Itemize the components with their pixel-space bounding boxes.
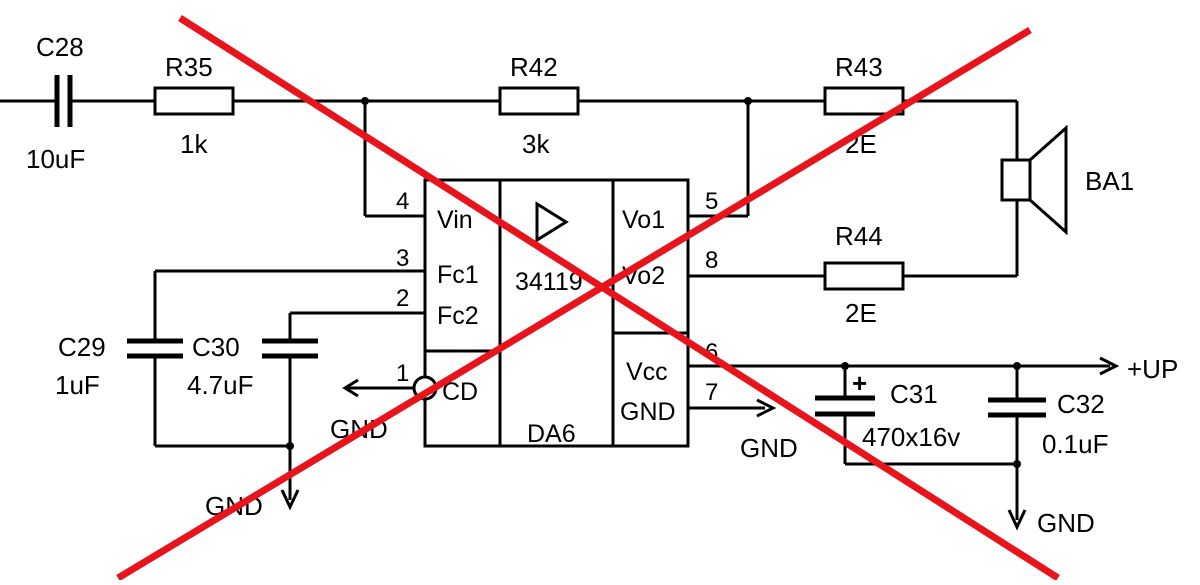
pin-number-3: 3 [396,245,409,272]
ic-ref: DA6 [527,420,576,448]
net-labels: GND GND GND GND +UP [205,354,1178,538]
c31-ref: C31 [890,379,938,409]
r44-ref: R44 [835,221,883,251]
resistor-r42: R42 3k [498,52,580,159]
pin-name-fc2: Fc2 [437,302,479,330]
r42-value: 3k [522,129,550,159]
pin-number-8: 8 [705,247,718,274]
c28-ref: C28 [36,32,84,62]
pin-name-fc1: Fc1 [437,261,479,289]
cross-out-overlay [116,15,1060,582]
c29-ref: C29 [58,332,106,362]
cross-line-1 [178,15,1060,581]
pin-number-2: 2 [396,285,409,312]
c30-value: 4.7uF [187,370,254,400]
r44-value: 2E [845,298,877,328]
r43-ref: R43 [835,52,883,82]
resistor-r43: R43 2E [823,52,905,159]
pin-name-gnd: GND [620,398,676,426]
pin-number-4: 4 [396,188,409,215]
ba1-ref: BA1 [1085,166,1134,196]
r35-ref: R35 [165,52,213,82]
junction-dots [286,97,1021,468]
c30-ref: C30 [192,332,240,362]
pin-number-7: 7 [705,379,718,406]
c31-polarity: + [852,368,867,398]
c32-ref: C32 [1057,389,1105,419]
pin-name-vo1: Vo1 [622,206,665,234]
c28-value: 10uF [26,144,85,174]
capacitor-c28: C28 10uF [26,32,85,174]
resistor-r44: R44 2E [823,221,905,328]
capacitor-c29: C29 1uF [55,332,183,400]
supply-label: +UP [1127,354,1178,384]
pin-number-5: 5 [705,188,718,215]
capacitor-c32: C32 0.1uF [988,389,1109,459]
pin-name-vo2: Vo2 [622,262,665,290]
resistor-r35: R35 1k [153,52,235,159]
r42-ref: R42 [510,52,558,82]
c32-value: 0.1uF [1042,429,1109,459]
ic-part-number: 34119 [515,268,583,296]
capacitor-c31: + C31 470x16v [815,368,960,452]
pin-name-vcc: Vcc [626,358,668,386]
c29-value: 1uF [55,370,100,400]
amplifier-triangle-icon [535,201,569,243]
pin-number-1: 1 [396,360,409,387]
r35-value: 1k [180,129,208,159]
gnd-label-pin7: GND [740,433,798,463]
gnd-label-supply: GND [1037,508,1095,538]
c31-value: 470x16v [862,422,960,452]
pin-name-vin: Vin [437,206,473,234]
ground-arrows [280,356,1120,531]
capacitor-c30: C30 4.7uF [187,332,318,400]
cross-line-2 [116,26,1032,582]
wires [0,99,1110,520]
speaker-ba1: BA1 [1000,124,1134,236]
